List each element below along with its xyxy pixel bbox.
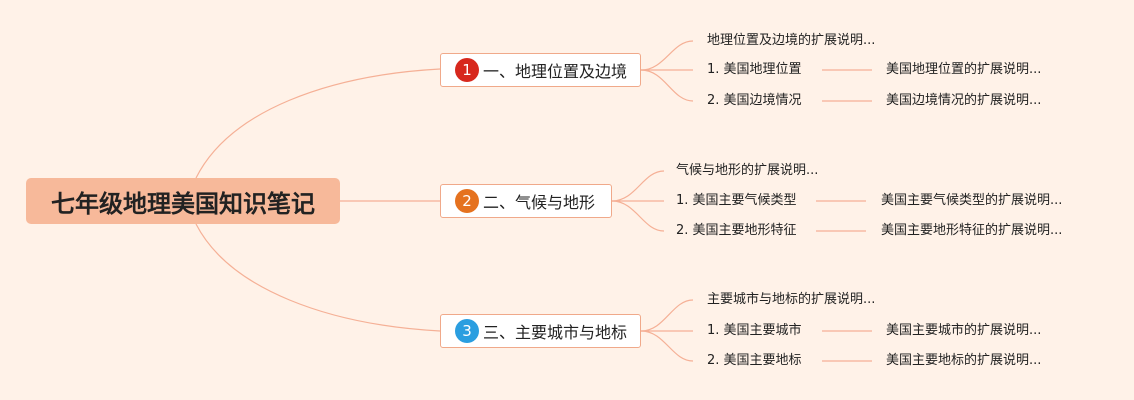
branch-note[interactable]: 地理位置及边境的扩展说明... xyxy=(707,33,876,48)
connector-b3-item2 xyxy=(640,330,694,362)
branch-note[interactable]: 气候与地形的扩展说明... xyxy=(676,163,819,178)
sub-item-label[interactable]: 2. 美国主要地标 xyxy=(707,353,802,368)
number-badge-icon: 2 xyxy=(455,189,479,213)
number-badge-icon: 3 xyxy=(455,319,479,343)
sub-item-label[interactable]: 1. 美国地理位置 xyxy=(707,62,802,77)
sub-item-desc[interactable]: 美国主要地标的扩展说明... xyxy=(886,353,1042,368)
branch-node-2[interactable]: 2 二、气候与地形 xyxy=(440,184,612,218)
branch-title: 三、主要城市与地标 xyxy=(483,323,628,342)
sub-item-desc[interactable]: 美国主要气候类型的扩展说明... xyxy=(881,193,1063,208)
sub-item-desc[interactable]: 美国主要地形特征的扩展说明... xyxy=(881,223,1063,238)
connector-b3-note xyxy=(640,299,694,332)
root-node[interactable]: 七年级地理美国知识笔记 xyxy=(26,178,340,224)
sub-item-label[interactable]: 2. 美国主要地形特征 xyxy=(676,223,797,238)
sub-item-desc[interactable]: 美国地理位置的扩展说明... xyxy=(886,62,1042,77)
sub-item-desc[interactable]: 美国边境情况的扩展说明... xyxy=(886,93,1042,108)
root-title: 七年级地理美国知识笔记 xyxy=(51,189,315,218)
sub-item-label[interactable]: 2. 美国边境情况 xyxy=(707,93,802,108)
sub-item-desc[interactable]: 美国主要城市的扩展说明... xyxy=(886,323,1042,338)
connector-b2-item2 xyxy=(611,200,665,232)
connector-root-branch-1 xyxy=(195,68,441,179)
connector-b2-note xyxy=(611,170,665,202)
connector-root-branch-3 xyxy=(195,223,441,332)
sub-item-label[interactable]: 1. 美国主要城市 xyxy=(707,323,802,338)
connector-b1-item2 xyxy=(640,69,694,102)
connector-b1-note xyxy=(640,40,694,71)
branch-title: 二、气候与地形 xyxy=(483,193,596,212)
branch-node-1[interactable]: 1 一、地理位置及边境 xyxy=(440,53,641,87)
branch-node-3[interactable]: 3 三、主要城市与地标 xyxy=(440,314,641,348)
branch-title: 一、地理位置及边境 xyxy=(483,62,628,81)
branch-note[interactable]: 主要城市与地标的扩展说明... xyxy=(707,292,876,307)
number-badge-icon: 1 xyxy=(455,58,479,82)
sub-item-label[interactable]: 1. 美国主要气候类型 xyxy=(676,193,797,208)
